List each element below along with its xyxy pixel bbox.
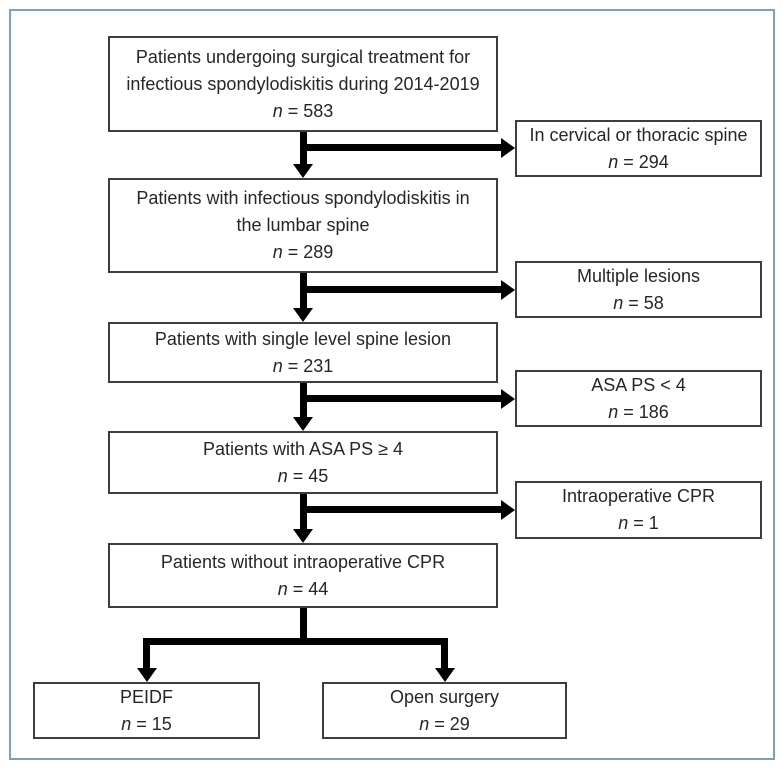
box-count-line: n = 44 — [278, 576, 329, 603]
flow-box-asa-ps-lt-4-excluded: ASA PS < 4 n = 186 — [515, 370, 762, 427]
box-count-line: n = 583 — [273, 98, 334, 125]
box-count-line: n = 58 — [613, 290, 664, 317]
flow-box-peidf: PEIDF n = 15 — [33, 682, 260, 739]
box-text-line: Multiple lesions — [576, 265, 701, 286]
box-count-line: n = 29 — [419, 711, 470, 738]
connector-line — [300, 608, 307, 645]
box-text-line: Patients without intraoperative CPR — [160, 551, 446, 572]
box-text-line: infectious spondylodiskitis during 2014-… — [126, 73, 480, 94]
n-symbol: n — [419, 713, 430, 734]
arrow-right-icon — [501, 280, 515, 300]
box-text-line: ASA PS < 4 — [591, 374, 686, 395]
connector-line — [303, 286, 501, 293]
arrow-right-icon — [501, 138, 515, 158]
n-symbol: n — [618, 513, 629, 533]
box-text-line: the lumbar spine — [236, 215, 370, 235]
arrow-down-icon — [293, 417, 313, 431]
n-count: = 1 — [633, 513, 659, 533]
box-count-line: n = 1 — [618, 510, 659, 537]
flow-box-open-surgery: Open surgery n = 29 — [322, 682, 567, 739]
flow-box-intraoperative-cpr-excluded: Intraoperative CPR n = 1 — [515, 481, 762, 539]
arrow-down-icon — [435, 668, 455, 682]
n-symbol: n — [272, 355, 283, 376]
arrow-right-icon — [501, 389, 515, 409]
n-symbol: n — [608, 401, 619, 422]
box-text-line: Open surgery — [389, 686, 500, 707]
connector-line — [303, 144, 501, 151]
box-text-line: Patients undergoing surgical treatment f… — [135, 46, 471, 67]
box-text-line: PEIDF — [119, 686, 173, 707]
arrow-down-icon — [137, 668, 157, 682]
flow-box-multiple-lesions-excluded: Multiple lesions n = 58 — [515, 261, 762, 318]
box-count-line: n = 45 — [278, 463, 329, 490]
box-text-line: Patients with single level spine lesion — [154, 328, 452, 349]
box-count-line: n = 231 — [273, 353, 334, 380]
n-count: = 58 — [628, 292, 664, 313]
box-text-line: In cervical or thoracic spine — [529, 124, 748, 145]
n-count: = 583 — [287, 100, 334, 121]
arrow-down-icon — [293, 529, 313, 543]
connector-line — [303, 395, 501, 402]
connector-line — [441, 638, 448, 668]
n-symbol: n — [277, 578, 288, 599]
n-count: = 44 — [292, 578, 329, 599]
n-symbol: n — [272, 242, 283, 262]
box-count-line: n = 289 — [273, 239, 334, 266]
connector-line — [303, 506, 501, 513]
arrow-down-icon — [293, 164, 313, 178]
flow-box-lumbar-spine: Patients with infectious spondylodiskiti… — [108, 178, 498, 273]
box-count-line: n = 294 — [608, 149, 669, 176]
n-symbol: n — [272, 100, 283, 121]
box-text-line: Patients with ASA PS ≥ 4 — [203, 438, 403, 459]
n-symbol: n — [608, 151, 619, 172]
flow-box-single-level-lesion: Patients with single level spine lesion … — [108, 322, 498, 383]
arrow-right-icon — [501, 500, 515, 520]
figure-border — [9, 9, 775, 760]
box-count-line: n = 186 — [608, 399, 669, 426]
n-count: = 15 — [136, 713, 172, 734]
box-text-line: Intraoperative CPR — [561, 486, 716, 506]
flow-box-asa-ps-ge-4: Patients with ASA PS ≥ 4 n = 45 — [108, 431, 498, 494]
n-symbol: n — [121, 713, 132, 734]
n-symbol: n — [277, 465, 288, 486]
connector-line — [143, 638, 448, 645]
box-count-line: n = 15 — [121, 711, 172, 738]
flow-box-surgical-treatment: Patients undergoing surgical treatment f… — [108, 36, 498, 132]
n-count: = 29 — [434, 713, 470, 734]
n-symbol: n — [613, 292, 624, 313]
n-count: = 45 — [292, 465, 329, 486]
connector-line — [143, 638, 150, 668]
box-text-line: Patients with infectious spondylodiskiti… — [136, 188, 470, 208]
n-count: = 289 — [287, 242, 334, 262]
arrow-down-icon — [293, 308, 313, 322]
flow-box-without-intraoperative-cpr: Patients without intraoperative CPR n = … — [108, 543, 498, 608]
n-count: = 231 — [287, 355, 334, 376]
flow-box-cervical-thoracic-excluded: In cervical or thoracic spine n = 294 — [515, 120, 762, 177]
n-count: = 186 — [623, 401, 669, 422]
n-count: = 294 — [623, 151, 669, 172]
